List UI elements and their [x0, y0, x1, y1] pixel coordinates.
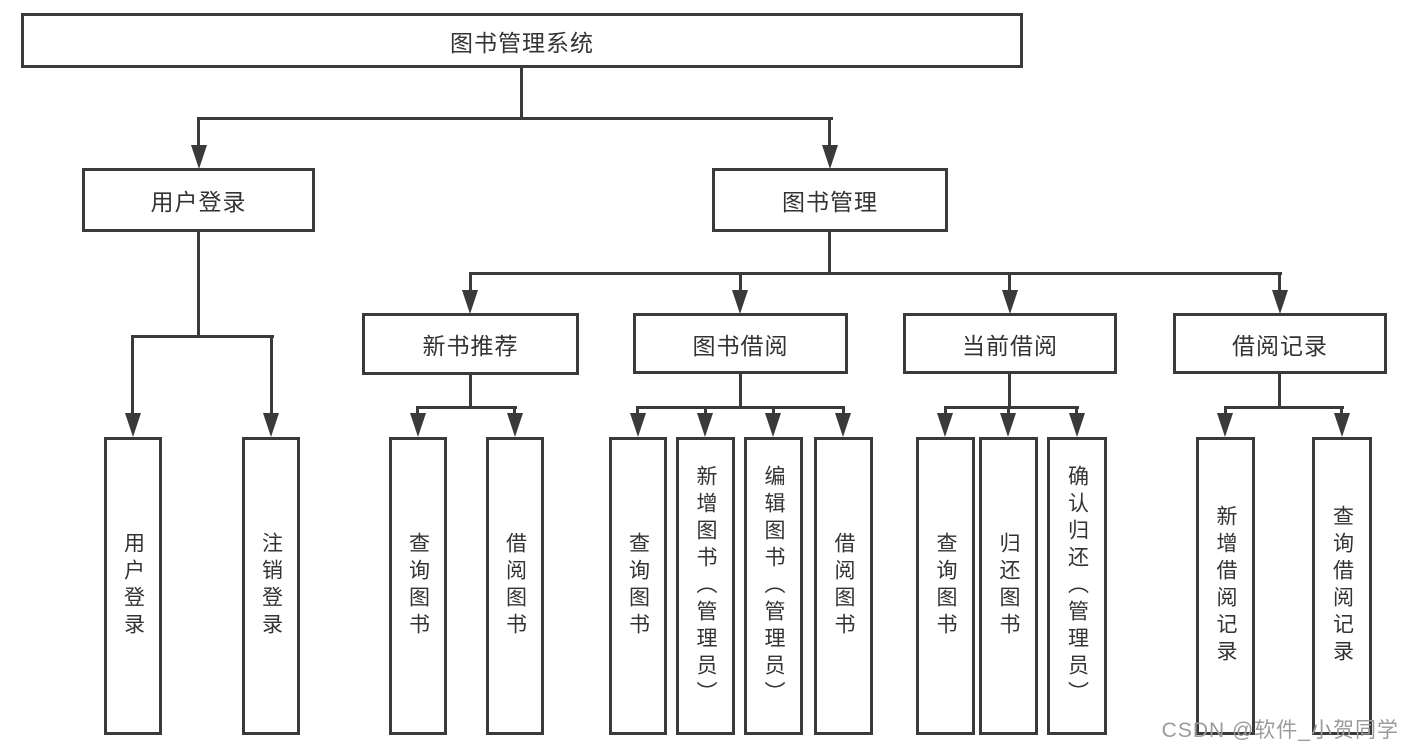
connector-line — [828, 230, 831, 275]
node-current-borrowing-label: 当前借阅 — [962, 332, 1058, 359]
connector-line — [197, 230, 200, 337]
leaf-add-borrow-record: 新增借阅记录 — [1196, 437, 1255, 735]
leaf-recommend-query-books-label: 查询图书 — [406, 532, 430, 640]
arrowhead-down-icon — [765, 413, 781, 437]
arrowhead-down-icon — [630, 413, 646, 437]
node-new-book-recommend-label: 新书推荐 — [422, 333, 519, 359]
connector-line — [636, 406, 639, 416]
leaf-return-books-label: 归还图书 — [997, 532, 1020, 640]
connector-line — [739, 372, 742, 409]
connector-line — [469, 373, 472, 409]
arrowhead-down-icon — [462, 290, 478, 314]
leaf-confirm-return-admin: 确认归还（管理员） — [1047, 437, 1107, 735]
arrowhead-down-icon — [937, 413, 953, 437]
leaf-return-books: 归还图书 — [979, 437, 1038, 735]
leaf-add-books-admin-label: 新增图书（管理员） — [694, 464, 717, 708]
node-book-borrowing: 图书借阅 — [633, 313, 848, 374]
arrowhead-down-icon — [1272, 290, 1288, 314]
connector-line — [416, 406, 517, 409]
connector-line — [842, 406, 845, 416]
connector-line — [944, 406, 1079, 409]
leaf-query-borrow-record: 查询借阅记录 — [1312, 437, 1372, 735]
connector-line — [704, 406, 707, 416]
leaf-query-borrow-record-label: 查询借阅记录 — [1330, 505, 1354, 667]
connector-line — [416, 406, 419, 416]
leaf-borrow-books: 借阅图书 — [814, 437, 873, 735]
connector-line — [1008, 372, 1011, 409]
node-book-borrowing-label: 图书借阅 — [692, 332, 789, 359]
node-library-system: 图书管理系统 — [21, 13, 1023, 68]
connector-line — [828, 117, 831, 149]
arrowhead-down-icon — [697, 413, 713, 437]
arrowhead-down-icon — [1069, 413, 1085, 437]
connector-line — [772, 406, 775, 416]
csdn-watermark: CSDN @软件_小贺同学 — [1161, 719, 1399, 742]
arrowhead-down-icon — [410, 413, 426, 437]
connector-line — [469, 272, 472, 292]
connector-line — [131, 335, 134, 415]
arrowhead-down-icon — [1002, 290, 1018, 314]
connector-line — [1224, 406, 1227, 416]
leaf-recommend-borrow-books: 借阅图书 — [486, 437, 544, 735]
arrowhead-down-icon — [191, 145, 207, 169]
node-borrowing-records-label: 借阅记录 — [1232, 332, 1328, 359]
connector-line — [197, 117, 200, 149]
leaf-user-login-label: 用户登录 — [121, 532, 145, 640]
connector-line — [469, 272, 1282, 275]
connector-line — [1224, 406, 1344, 409]
node-borrowing-records: 借阅记录 — [1173, 313, 1387, 374]
leaf-logout-label: 注销登录 — [259, 532, 283, 640]
connector-line — [1278, 373, 1281, 409]
connector-line — [1007, 406, 1010, 416]
connector-line — [1340, 406, 1343, 416]
leaf-edit-books-admin-label: 编辑图书（管理员） — [762, 464, 785, 708]
arrowhead-down-icon — [125, 413, 141, 437]
connector-line — [739, 272, 742, 292]
connector-line — [520, 66, 523, 119]
node-user-login-label: 用户登录 — [150, 189, 247, 215]
connector-line — [636, 406, 845, 409]
leaf-recommend-query-books: 查询图书 — [389, 437, 447, 735]
leaf-current-query-books: 查询图书 — [916, 437, 975, 735]
arrowhead-down-icon — [1000, 413, 1016, 437]
connector-line — [197, 117, 833, 120]
node-current-borrowing: 当前借阅 — [903, 313, 1117, 374]
arrowhead-down-icon — [822, 145, 838, 169]
leaf-borrow-books-label: 借阅图书 — [832, 532, 855, 640]
connector-line — [513, 406, 516, 416]
leaf-current-query-books-label: 查询图书 — [934, 532, 957, 640]
connector-line — [131, 335, 274, 338]
leaf-confirm-return-admin-label: 确认归还（管理员） — [1065, 464, 1089, 708]
connector-line — [1075, 406, 1078, 416]
arrowhead-down-icon — [507, 413, 523, 437]
leaf-borrowing-query-books: 查询图书 — [609, 437, 667, 735]
node-library-system-label: 图书管理系统 — [450, 29, 594, 56]
leaf-logout: 注销登录 — [242, 437, 300, 735]
arrowhead-down-icon — [1334, 413, 1350, 437]
node-user-login: 用户登录 — [82, 168, 315, 232]
node-new-book-recommend: 新书推荐 — [362, 313, 579, 375]
connector-line — [1008, 272, 1011, 292]
leaf-edit-books-admin: 编辑图书（管理员） — [744, 437, 803, 735]
node-book-management: 图书管理 — [712, 168, 948, 232]
arrowhead-down-icon — [835, 413, 851, 437]
connector-line — [1278, 272, 1281, 292]
arrowhead-down-icon — [1217, 413, 1233, 437]
node-book-management-label: 图书管理 — [782, 189, 878, 215]
arrowhead-down-icon — [732, 290, 748, 314]
leaf-borrowing-query-books-label: 查询图书 — [626, 532, 650, 640]
leaf-add-borrow-record-label: 新增借阅记录 — [1214, 505, 1237, 667]
arrowhead-down-icon — [263, 413, 279, 437]
leaf-user-login: 用户登录 — [104, 437, 162, 735]
connector-line — [270, 335, 273, 415]
leaf-recommend-borrow-books-label: 借阅图书 — [503, 532, 527, 640]
connector-line — [944, 406, 947, 416]
leaf-add-books-admin: 新增图书（管理员） — [676, 437, 735, 735]
